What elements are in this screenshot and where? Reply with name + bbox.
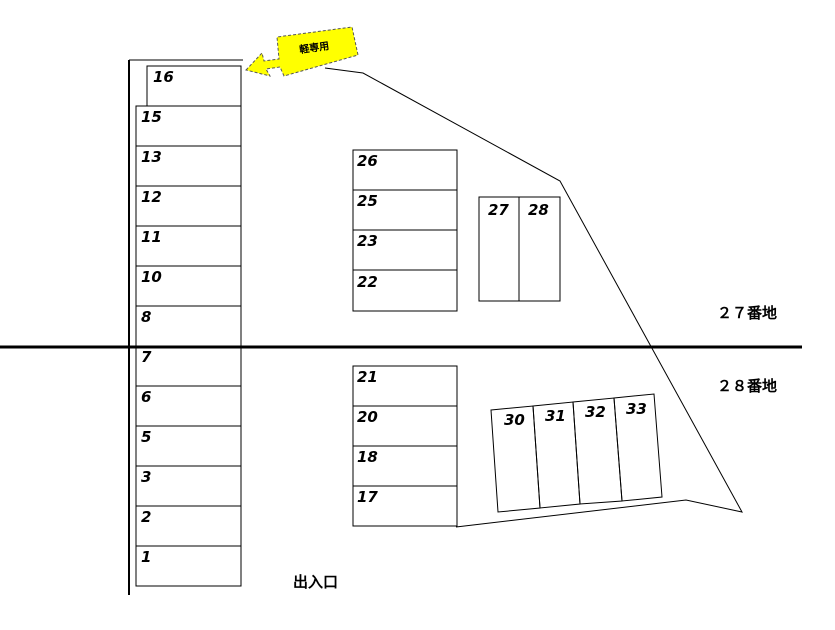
slot-28[interactable] <box>518 196 561 302</box>
middle-lower-slots: 21 20 18 17 <box>352 365 458 527</box>
slot-7[interactable] <box>135 345 242 387</box>
kei-only-arrow-icon <box>245 26 359 77</box>
slot-number: 17 <box>357 488 378 506</box>
slot-8[interactable] <box>135 305 242 347</box>
left-column-slots: 16 15 13 12 11 10 8 7 6 5 3 2 1 <box>135 65 242 587</box>
slot-number: 23 <box>357 232 378 250</box>
lot-27-label: ２７番地 <box>717 304 777 322</box>
right-upper-slots: 27 28 <box>478 196 561 302</box>
slot-number: 11 <box>141 228 162 246</box>
lot-28-label: ２８番地 <box>717 377 777 395</box>
slot-33[interactable] <box>613 393 663 502</box>
slot-6[interactable] <box>135 385 242 427</box>
slot-number: 28 <box>528 201 549 219</box>
slot-2[interactable] <box>135 505 242 547</box>
slot-number: 18 <box>357 448 378 466</box>
slot-22[interactable] <box>352 269 458 312</box>
kei-only-label: 軽専用 <box>298 39 330 56</box>
slot-number: 10 <box>141 268 162 286</box>
slot-number: 31 <box>545 407 566 425</box>
slot-number: 16 <box>153 68 174 86</box>
lot-boundaries <box>128 59 743 595</box>
middle-upper-slots: 26 25 23 22 <box>352 149 458 312</box>
slot-number: 30 <box>504 411 525 429</box>
slot-number: 15 <box>141 108 162 126</box>
exit-label: 出入口 <box>293 573 338 591</box>
slot-number: 27 <box>488 201 509 219</box>
slot-number: 22 <box>357 273 378 291</box>
slot-number: 1 <box>141 548 151 566</box>
kei-only-callout: 軽専用 <box>245 26 359 77</box>
slot-5[interactable] <box>135 425 242 467</box>
slot-1[interactable] <box>135 545 242 587</box>
slot-number: 12 <box>141 188 162 206</box>
slot-number: 7 <box>141 348 152 366</box>
slot-number: 33 <box>626 400 647 418</box>
slot-16[interactable] <box>146 65 242 107</box>
right-lower-slots: 30 31 32 33 <box>490 393 663 513</box>
slot-number: 26 <box>357 152 378 170</box>
slot-3[interactable] <box>135 465 242 507</box>
slot-number: 8 <box>141 308 151 326</box>
slot-number: 6 <box>141 388 151 406</box>
slot-number: 5 <box>141 428 151 446</box>
right-boundary <box>324 67 743 528</box>
slot-number: 25 <box>357 192 378 210</box>
slot-number: 3 <box>141 468 151 486</box>
slot-number: 21 <box>357 368 378 386</box>
slot-17[interactable] <box>352 485 458 527</box>
slot-number: 20 <box>357 408 378 426</box>
slot-number: 2 <box>141 508 151 526</box>
slot-number: 32 <box>585 403 606 421</box>
slot-number: 13 <box>141 148 162 166</box>
